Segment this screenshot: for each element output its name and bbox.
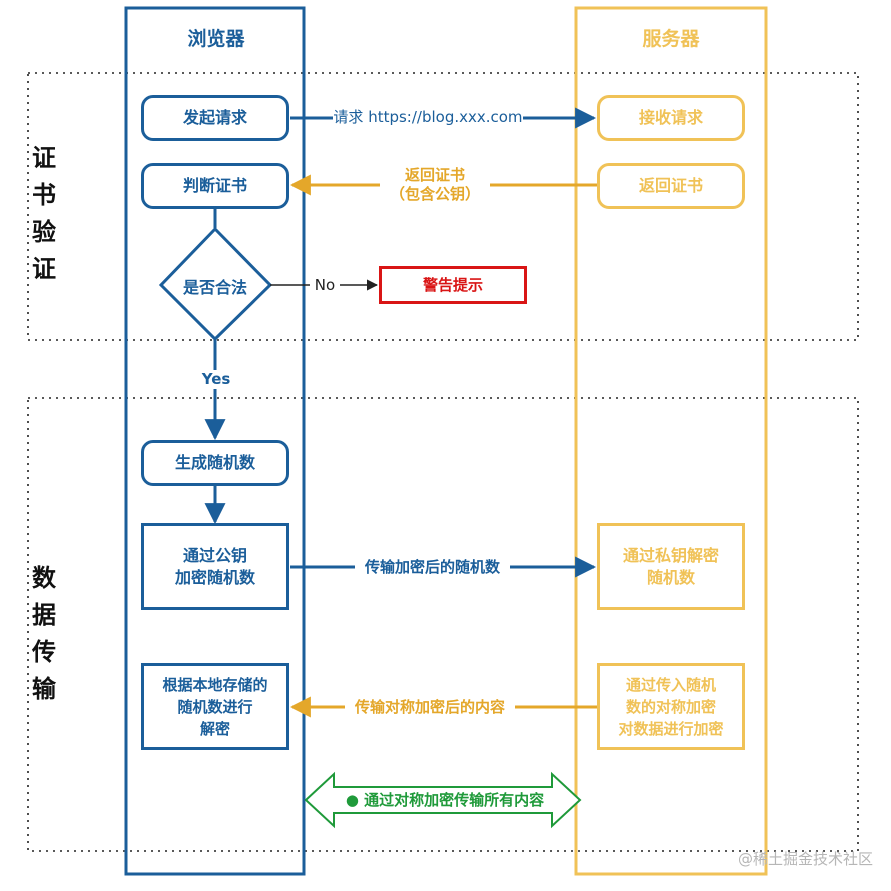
data-transfer-label: 数 据 传 输 [32, 564, 56, 703]
cert-verify-label: 证 书 验 证 [32, 144, 56, 283]
send-request-node: 发起请求 [141, 95, 289, 141]
decrypt-local-node: 根据本地存储的 随机数进行 解密 [141, 663, 289, 750]
all-content-double-arrow [304, 771, 582, 829]
receive-request-node: 接收请求 [597, 95, 745, 141]
encrypt-pubkey-node: 通过公钥 加密随机数 [141, 523, 289, 610]
server-lane-title: 服务器 [642, 28, 700, 50]
return-cert-node: 返回证书 [597, 163, 745, 209]
cert-verify-section-box [27, 72, 859, 341]
request-label: 请求 https://blog.xxx.com [333, 108, 523, 127]
return-cert-label: 返回证书 （包含公钥） [380, 166, 490, 204]
server-lane [574, 6, 768, 876]
check-cert-node: 判断证书 [141, 163, 289, 209]
gen-random-node: 生成随机数 [141, 440, 289, 486]
browser-lane-title: 浏览器 [187, 28, 245, 50]
is-valid-label: 是否合法 [182, 278, 247, 297]
browser-lane [124, 6, 306, 876]
no-label: No [310, 276, 340, 295]
all-content-label: ● 通过对称加密传输所有内容 [345, 791, 545, 809]
encrypted-random-label: 传输加密后的随机数 [355, 558, 510, 577]
data-transfer-section-box [27, 397, 859, 852]
symmetric-content-label: 传输对称加密后的内容 [345, 698, 515, 717]
decrypt-privkey-node: 通过私钥解密 随机数 [597, 523, 745, 610]
watermark: @稀土掘金技术社区 [737, 850, 873, 868]
yes-label: Yes [198, 370, 234, 389]
alert-node: 警告提示 [379, 266, 527, 304]
encrypt-random-node: 通过传入随机 数的对称加密 对数据进行加密 [597, 663, 745, 750]
